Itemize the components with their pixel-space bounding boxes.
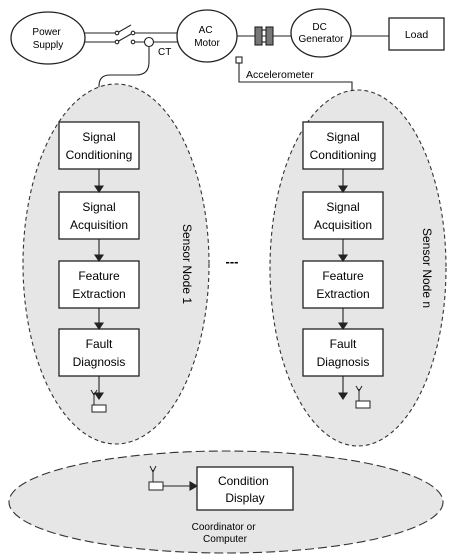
power-supply-label-2: Supply <box>33 40 64 51</box>
nn-block-3-line-2: Extraction <box>316 287 369 301</box>
nn-block-4-line-2: Diagnosis <box>317 355 370 369</box>
dc-generator-label-1: DC <box>312 22 326 33</box>
ellipsis-label: --- <box>226 254 239 269</box>
nn-block-4-line-1: Fault <box>330 337 357 351</box>
nn-block-2-line-1: Signal <box>326 200 359 214</box>
n1-block-2-line-2: Acquisition <box>70 218 128 232</box>
svg-text:DC Generator: DC Generator <box>298 22 344 45</box>
switch-icon <box>114 24 136 45</box>
load-box <box>388 17 445 51</box>
coordinator-label-1: Coordinator or <box>192 522 257 533</box>
shaft-coupling-icon <box>237 26 292 46</box>
node-1-blocks <box>58 121 140 377</box>
nn-block-3-line-1: Feature <box>322 269 364 283</box>
sensor-node-n-label: Sensor Node n <box>420 228 434 308</box>
condition-display-line-1: Condition <box>218 474 269 488</box>
n1-block-1-line-1: Signal <box>82 130 115 144</box>
n1-block-4-line-1: Fault <box>86 337 113 351</box>
dc-generator-label-2: Generator <box>298 34 344 45</box>
n1-block-1-line-2: Conditioning <box>66 148 133 162</box>
ct-label: CT <box>158 47 171 58</box>
power-supply-node <box>10 11 86 65</box>
dc-generator-node <box>290 8 352 58</box>
svg-text:Condition Display: Condition Display <box>218 474 272 505</box>
nn-block-2-line-2: Acquisition <box>314 218 372 232</box>
node-n-blocks <box>302 121 384 377</box>
node-n-antenna-icon <box>355 385 371 409</box>
accelerometer-label: Accelerometer <box>246 69 314 81</box>
nn-block-1-line-2: Conditioning <box>310 148 377 162</box>
n1-block-2-line-1: Signal <box>82 200 115 214</box>
ct-sensor-icon <box>143 36 155 48</box>
ac-motor-node <box>176 9 238 63</box>
nn-block-1-line-1: Signal <box>326 130 359 144</box>
svg-text:Power Supply: Power Supply <box>32 27 63 51</box>
ac-motor-label-2: Motor <box>194 38 220 49</box>
svg-text:Coordinator or Computer: Coordinator or Computer <box>192 522 259 545</box>
accelerometer-icon <box>235 56 243 64</box>
node-1-antenna-icon <box>90 389 107 413</box>
condition-display-box <box>196 466 294 511</box>
power-supply-label-1: Power <box>32 27 61 38</box>
n1-block-3-line-1: Feature <box>78 269 120 283</box>
load-label: Load <box>405 29 429 41</box>
power-lines <box>85 32 178 43</box>
node-1-arrows <box>93 169 105 400</box>
n1-block-4-line-2: Diagnosis <box>73 355 126 369</box>
sensor-node-1-label: Sensor Node 1 <box>180 224 194 304</box>
n1-block-3-line-2: Extraction <box>72 287 125 301</box>
coordinator-label-2: Computer <box>203 534 248 545</box>
node-n-arrows <box>337 169 349 400</box>
condition-display-line-2: Display <box>225 491 264 505</box>
svg-text:AC Motor: AC Motor <box>194 25 220 49</box>
ct-wire <box>98 46 150 122</box>
ac-motor-label-1: AC <box>199 25 213 36</box>
coordinator-arrow <box>163 481 199 491</box>
